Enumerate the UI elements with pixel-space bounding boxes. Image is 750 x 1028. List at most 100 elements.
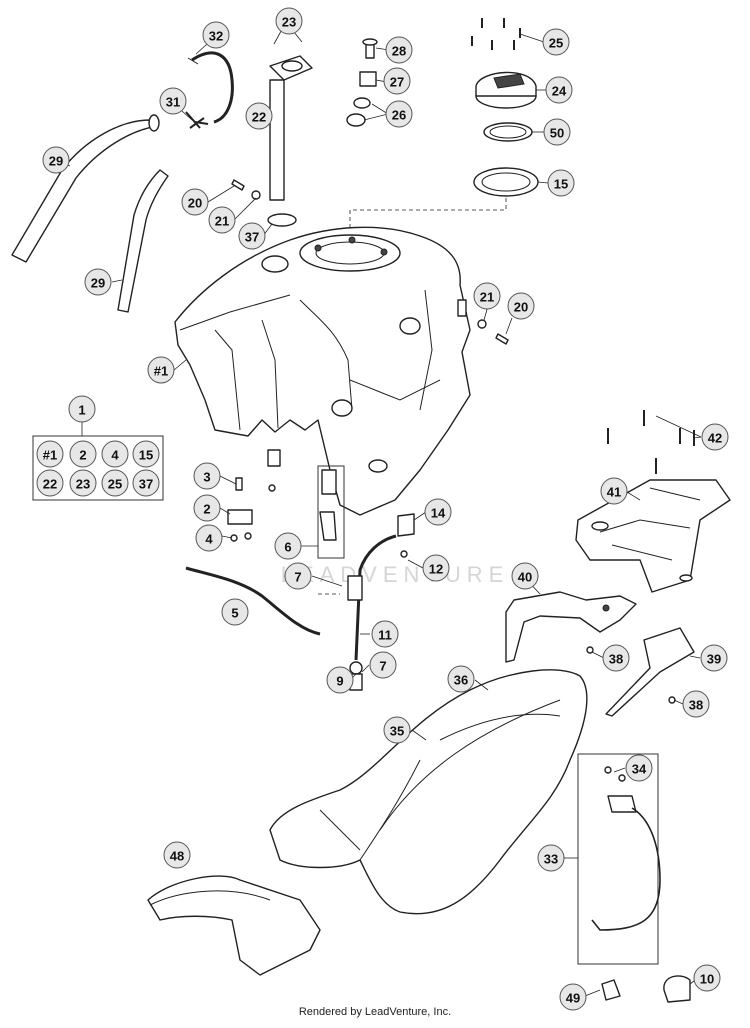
- callout-circle: [473, 282, 501, 310]
- callout-circle: [383, 716, 411, 744]
- callout-32: 32: [202, 21, 230, 49]
- callout-circle: [385, 100, 413, 128]
- callout-kit: 1: [68, 395, 96, 423]
- kit-member-circle: [69, 469, 97, 497]
- filler-flange: [473, 167, 539, 197]
- callout-41: 41: [600, 477, 628, 505]
- callout-label: 29: [91, 276, 105, 291]
- callout-label: 39: [707, 652, 721, 667]
- callout-21: 21: [208, 206, 236, 234]
- callout-label: 48: [170, 849, 184, 864]
- callout-label: 20: [188, 196, 202, 211]
- callout-circle: [559, 983, 587, 1011]
- callout-31: 31: [159, 87, 187, 115]
- callout-label: 49: [566, 991, 580, 1006]
- callout-label: 4: [205, 532, 213, 547]
- callout-48: 48: [163, 841, 191, 869]
- callout-circle: [383, 67, 411, 95]
- callout-label: 20: [514, 300, 528, 315]
- callout-21: 21: [473, 282, 501, 310]
- callout-36: 36: [447, 665, 475, 693]
- callout-label: 22: [252, 110, 266, 125]
- callout-circle: [385, 36, 413, 64]
- callout-label: 35: [390, 724, 404, 739]
- callout-circle: [202, 21, 230, 49]
- callout-circle: [42, 146, 70, 174]
- kit-member-label: 15: [139, 448, 153, 463]
- callout-circle: [275, 7, 303, 35]
- callout-label: 15: [554, 177, 568, 192]
- kit-member-circle: [69, 440, 97, 468]
- kit-member: #1: [36, 440, 64, 468]
- callout-tank-1: #1: [147, 356, 175, 384]
- callout-29: 29: [84, 268, 112, 296]
- callout-label: 7: [379, 659, 386, 674]
- callout-circle: [181, 188, 209, 216]
- watermark: LEADVENTURE: [281, 562, 510, 587]
- callout-circle: [424, 498, 452, 526]
- leader-lines: [59, 21, 702, 997]
- kit-member: 4: [101, 440, 129, 468]
- callout-label: 14: [431, 506, 446, 521]
- callout-circle: [68, 395, 96, 423]
- callout-circle: [245, 102, 273, 130]
- callout-7: 7: [369, 651, 397, 679]
- callout-circle: [602, 644, 630, 672]
- kit-member: 15: [132, 440, 160, 468]
- callout-3: 3: [193, 462, 221, 490]
- kit-member: 37: [132, 469, 160, 497]
- callout-label: 24: [552, 84, 567, 99]
- callout-label: #1: [154, 364, 168, 379]
- seat-bracket: [575, 479, 731, 593]
- callout-label: 36: [454, 673, 468, 688]
- callout-label: 1: [78, 403, 85, 418]
- fuel-tank: [174, 226, 471, 516]
- callout-label: 25: [549, 36, 563, 51]
- callout-24: 24: [545, 76, 573, 104]
- callout-37: 37: [238, 222, 266, 250]
- callout-circle: [147, 356, 175, 384]
- callout-20: 20: [507, 292, 535, 320]
- callout-10: 10: [693, 964, 721, 992]
- kit-member-circle: [101, 440, 129, 468]
- callout-circle: [700, 644, 728, 672]
- callout-28: 28: [385, 36, 413, 64]
- callout-label: 38: [609, 652, 623, 667]
- callout-label: 5: [231, 606, 238, 621]
- callout-2: 2: [193, 494, 221, 522]
- kit-member: 2: [69, 440, 97, 468]
- callout-7: 7: [284, 562, 312, 590]
- callout-15: 15: [547, 169, 575, 197]
- callout-circle: [600, 477, 628, 505]
- callout-label: 37: [245, 230, 259, 245]
- callout-29: 29: [42, 146, 70, 174]
- callout-6: 6: [274, 532, 302, 560]
- callout-25: 25: [542, 28, 570, 56]
- callout-label: 33: [544, 852, 558, 867]
- callout-23: 23: [275, 7, 303, 35]
- callout-circle: [326, 666, 354, 694]
- callout-label: 10: [700, 972, 714, 987]
- callout-9: 9: [326, 666, 354, 694]
- callout-label: 7: [294, 570, 301, 585]
- callout-circle: [545, 76, 573, 104]
- callout-14: 14: [424, 498, 452, 526]
- callout-label: 3: [203, 470, 210, 485]
- callout-circle: [193, 494, 221, 522]
- kit-member-label: 4: [111, 448, 119, 463]
- callout-label: 26: [392, 108, 406, 123]
- callout-circle: [221, 598, 249, 626]
- kit-member: 25: [101, 469, 129, 497]
- callout-label: 12: [429, 562, 443, 577]
- kit-member: 23: [69, 469, 97, 497]
- kit-member-circle: [36, 469, 64, 497]
- callout-circle: [208, 206, 236, 234]
- callout-circle: [159, 87, 187, 115]
- callout-label: 40: [518, 570, 532, 585]
- callout-label: 11: [378, 628, 392, 643]
- callout-4: 4: [195, 524, 223, 552]
- callout-circle: [163, 841, 191, 869]
- callout-20: 20: [181, 188, 209, 216]
